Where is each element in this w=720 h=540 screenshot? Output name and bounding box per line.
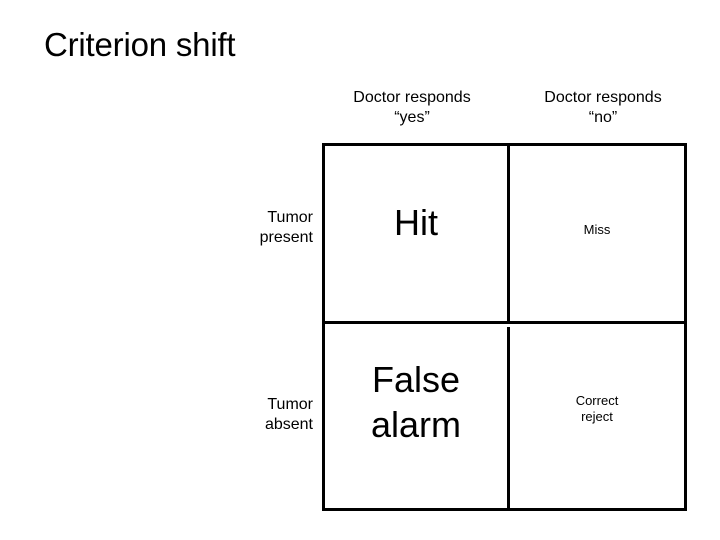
matrix-cell-miss-line1: Miss bbox=[583, 222, 611, 237]
matrix-cell-correct-reject-label: Correct reject bbox=[510, 393, 684, 425]
row-label-tumor-absent-line1: Tumor bbox=[267, 396, 313, 413]
column-header-doctor-responds-no: Doctor responds “no” bbox=[483, 88, 720, 128]
column-header-no-line1: Doctor responds bbox=[544, 89, 662, 106]
matrix-cell-false-alarm-line1: False bbox=[371, 359, 461, 400]
matrix-cell-correct-reject-line1: Correct bbox=[575, 393, 619, 408]
signal-detection-matrix: Hit Miss False alarm Correct reject bbox=[322, 143, 687, 511]
matrix-cell-correct-reject: Correct reject bbox=[510, 327, 684, 508]
matrix-cell-miss: Miss bbox=[510, 146, 684, 324]
matrix-cell-miss-label: Miss bbox=[510, 222, 684, 238]
matrix-cell-hit-line1: Hit bbox=[394, 202, 438, 243]
row-label-tumor-absent: Tumor absent bbox=[163, 395, 313, 435]
matrix-cell-false-alarm-label: False alarm bbox=[325, 357, 507, 447]
row-label-tumor-absent-line2: absent bbox=[264, 416, 313, 433]
column-header-yes-line2: “yes” bbox=[394, 109, 430, 126]
column-header-no-line2: “no” bbox=[588, 109, 618, 126]
matrix-cell-false-alarm: False alarm bbox=[325, 327, 510, 508]
column-header-doctor-responds-yes: Doctor responds “yes” bbox=[292, 88, 532, 128]
matrix-cell-hit: Hit bbox=[325, 146, 510, 324]
row-label-tumor-present-line2: present bbox=[259, 229, 313, 246]
matrix-cell-false-alarm-line2: alarm bbox=[370, 404, 462, 445]
column-header-yes-line1: Doctor responds bbox=[353, 89, 471, 106]
matrix-cell-correct-reject-line2: reject bbox=[581, 409, 613, 424]
matrix-cell-hit-label: Hit bbox=[325, 200, 507, 245]
row-label-tumor-present-line1: Tumor bbox=[267, 209, 313, 226]
page-title: Criterion shift bbox=[44, 26, 236, 63]
row-label-tumor-present: Tumor present bbox=[163, 208, 313, 248]
